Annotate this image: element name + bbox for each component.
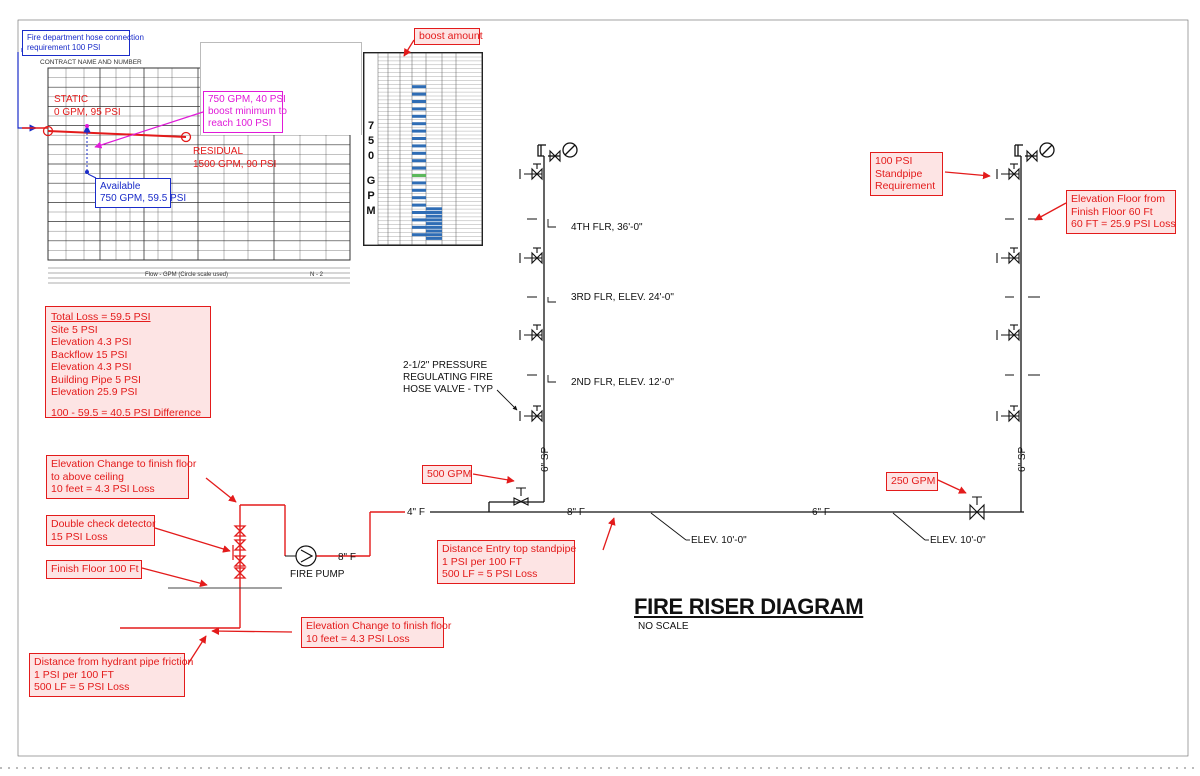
double-check-detector [232, 525, 247, 579]
standpipe-requirement-callout: 100 PSI Standpipe Requirement [870, 152, 943, 196]
hose-valve [996, 405, 1020, 423]
static-residual-line [47, 130, 187, 138]
pipe-label-6f-main: 6" F [812, 507, 830, 518]
floor-label-3: 3RD FLR, ELEV. 24'-0" [571, 292, 674, 303]
loss-item: Elevation 25.9 PSI [51, 386, 138, 398]
hydrant-friction-callout: Distance from hydrant pipe friction 1 PS… [29, 653, 193, 697]
loss-item: Site 5 PSI [51, 323, 98, 336]
hose-valve [519, 163, 543, 181]
elev-change-floor-callout: Elevation Change to finish floor 10 feet… [301, 617, 451, 648]
right-standpipe-valves [996, 149, 1038, 423]
gpm-250-callout: 250 GPM [886, 472, 938, 491]
prv-note: 2-1/2" PRESSURE REGULATING FIRE HOSE VAL… [403, 360, 494, 395]
static-label: STATIC 0 GPM, 95 PSI [54, 94, 121, 118]
boost-amount-leader [403, 39, 415, 57]
pipe-label-8f-main: 8" F [567, 507, 585, 518]
chart-header: CONTRACT NAME AND NUMBER [40, 59, 142, 66]
loss-item: Elevation 4.3 PSI [51, 361, 132, 373]
static-point [42, 125, 54, 137]
available-leader [87, 173, 97, 179]
pipe-label-pump-8f: 8" F [338, 552, 356, 563]
pipe-label-4f: 4" F [407, 507, 425, 518]
left-floor-marks [527, 218, 556, 383]
main-control-valve-left [513, 487, 529, 506]
side-label-letter: 7 [367, 120, 375, 132]
boost-minimum-label: 750 GPM, 40 PSI boost minimum to reach 1… [203, 91, 287, 133]
callout-arrows [141, 171, 1067, 665]
drawing-leaders [496, 389, 929, 541]
boost-table [363, 52, 483, 246]
side-label-letter: P [367, 190, 375, 202]
fdc-bracket [17, 52, 37, 132]
residual-label: RESIDUAL 1500 GPM, 90 PSI [193, 146, 277, 170]
right-standpipe [1014, 142, 1055, 512]
hose-valve [996, 247, 1020, 265]
fire-pump-label: FIRE PUMP [290, 569, 345, 580]
hose-valve [996, 163, 1020, 181]
hose-valve [996, 324, 1020, 342]
side-label-letter: G [366, 175, 376, 187]
right-floor-marks [1005, 218, 1040, 376]
page-subtitle: NO SCALE [638, 621, 689, 632]
elev-change-above-callout: Elevation Change to finish floor to abov… [46, 455, 196, 499]
page-title: FIRE RISER DIAGRAM [634, 594, 864, 619]
gpm-500-callout: 500 GPM [422, 465, 472, 484]
hose-valve [519, 405, 543, 423]
available-label: Available 750 GPM, 59.5 PSI [95, 178, 186, 208]
boost-table-grid [363, 52, 483, 246]
side-label-letter: M [366, 205, 376, 217]
loss-item: Backflow 15 PSI [51, 348, 128, 361]
elev-label-left: ELEV. 10'-0" [691, 535, 747, 546]
hose-valve [519, 247, 543, 265]
total-loss: Total Loss = 59.5 PSI [51, 311, 151, 323]
loss-item: Elevation 4.3 PSI [51, 336, 132, 348]
sp-label-left: 6" SP [540, 446, 551, 472]
loss-item: Building Pipe 5 PSI [51, 373, 141, 386]
elevation-floor-60-callout: Elevation Floor from Finish Floor 60 Ft … [1066, 190, 1176, 234]
pressure-difference: 100 - 59.5 = 40.5 PSI Difference [51, 406, 202, 419]
side-label-letter: 0 [367, 150, 375, 162]
left-standpipe [488, 142, 578, 512]
fire-pump-symbol [295, 545, 317, 567]
left-standpipe-valves [519, 149, 561, 423]
main-control-valve-right [969, 496, 985, 521]
fdc-requirement-label: Fire department hose connection requirem… [22, 30, 144, 56]
sp-label-right: 6" SP [1017, 446, 1028, 472]
chart-sheet-number: N - 2 [310, 272, 324, 278]
boost-amount-label: boost amount [414, 28, 483, 45]
boost-point [85, 124, 89, 128]
elev-label-right: ELEV. 10'-0" [930, 535, 986, 546]
loss-summary-box: Total Loss = 59.5 PSI Site 5 PSI Elevati… [45, 306, 211, 419]
finish-floor-callout: Finish Floor 100 Ft [46, 560, 142, 579]
hose-valve [519, 324, 543, 342]
chart-x-axis-label: Flow - GPM (Circle scale used) [145, 272, 228, 278]
available-point [85, 170, 89, 174]
double-check-callout: Double check detector 15 PSI Loss [46, 515, 155, 546]
floor-label-4: 4TH FLR, 36'-0" [571, 222, 643, 233]
sheet-border [17, 19, 1189, 757]
gauge-valve [549, 149, 561, 163]
residual-point [180, 131, 192, 143]
floor-label-2: 2ND FLR, ELEV. 12'-0" [571, 377, 674, 388]
chart-overlay [17, 48, 204, 179]
side-label-letter: 5 [367, 135, 375, 147]
boost-leader [94, 111, 204, 149]
gauge-valve [1026, 149, 1038, 163]
entry-standpipe-callout: Distance Entry top standpipe 1 PSI per 1… [437, 540, 576, 584]
